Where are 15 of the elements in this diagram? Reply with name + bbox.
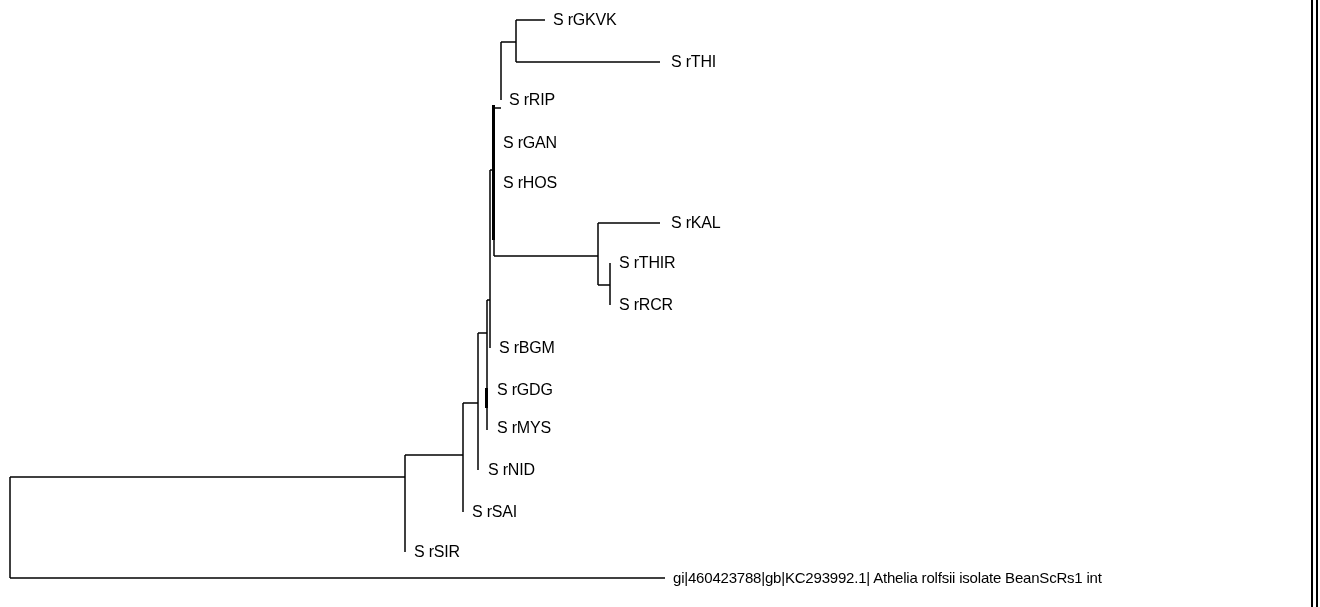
- taxon-label: S rRIP: [509, 91, 555, 109]
- taxon-label: S rKAL: [671, 214, 721, 232]
- taxon-label: S rGKVK: [553, 11, 617, 29]
- taxon-label: S rNID: [488, 461, 535, 479]
- taxon-label: S rRCR: [619, 296, 673, 314]
- taxon-label: S rHOS: [503, 174, 557, 192]
- taxon-label: S rSIR: [414, 543, 460, 561]
- taxon-label: S rGDG: [497, 381, 553, 399]
- taxon-label: S rMYS: [497, 419, 551, 437]
- taxon-label: S rTHI: [671, 53, 717, 71]
- taxon-label: S rBGM: [499, 339, 555, 357]
- taxon-label: S rGAN: [503, 134, 557, 152]
- taxon-label: gi|460423788|gb|KC293992.1| Athelia rolfsii isolate BeanScRs1 int: [673, 569, 1102, 587]
- taxon-label: S rSAI: [472, 503, 518, 521]
- taxon-label: S rTHIR: [619, 254, 676, 272]
